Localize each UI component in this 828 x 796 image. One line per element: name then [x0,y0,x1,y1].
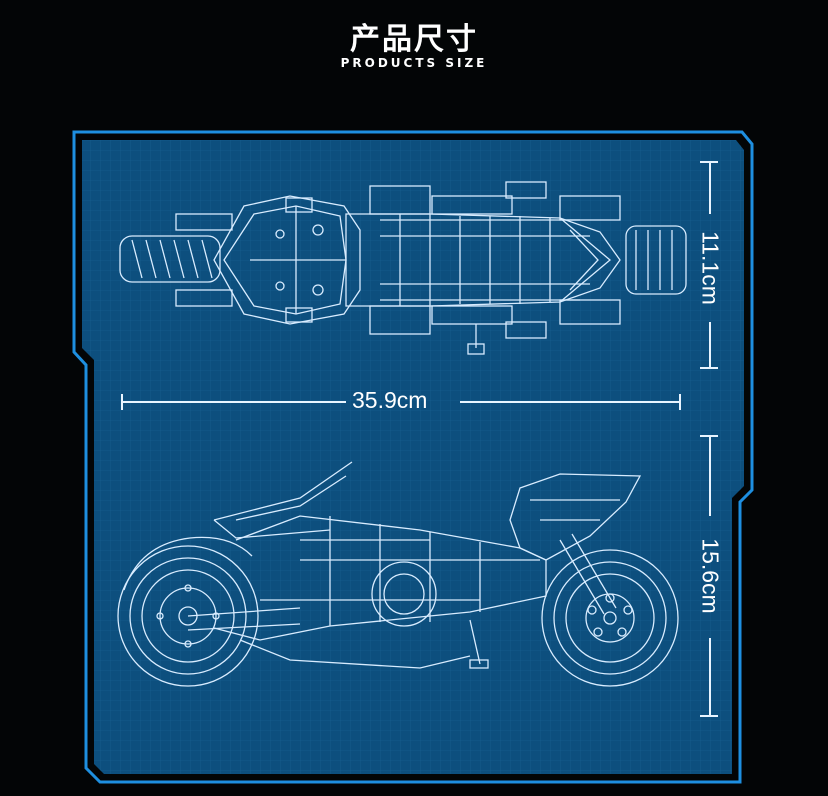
dimension-lines [121,161,718,717]
width-label: 35.9cm [352,387,428,413]
width-dimension-line [121,394,681,410]
page-title: 产品尺寸 [350,22,478,57]
top-view-height-label: 11.1cm [697,231,724,305]
motorcycle-top-view [119,181,687,355]
top-height-dimension-line [700,161,718,369]
panel-frame [72,130,754,784]
page-subtitle: PRODUCTS SIZE [340,56,488,70]
side-height-dimension-line [700,435,718,717]
side-view-height-label: 15.6cm [697,538,724,614]
motorcycle-side-view [117,461,679,687]
